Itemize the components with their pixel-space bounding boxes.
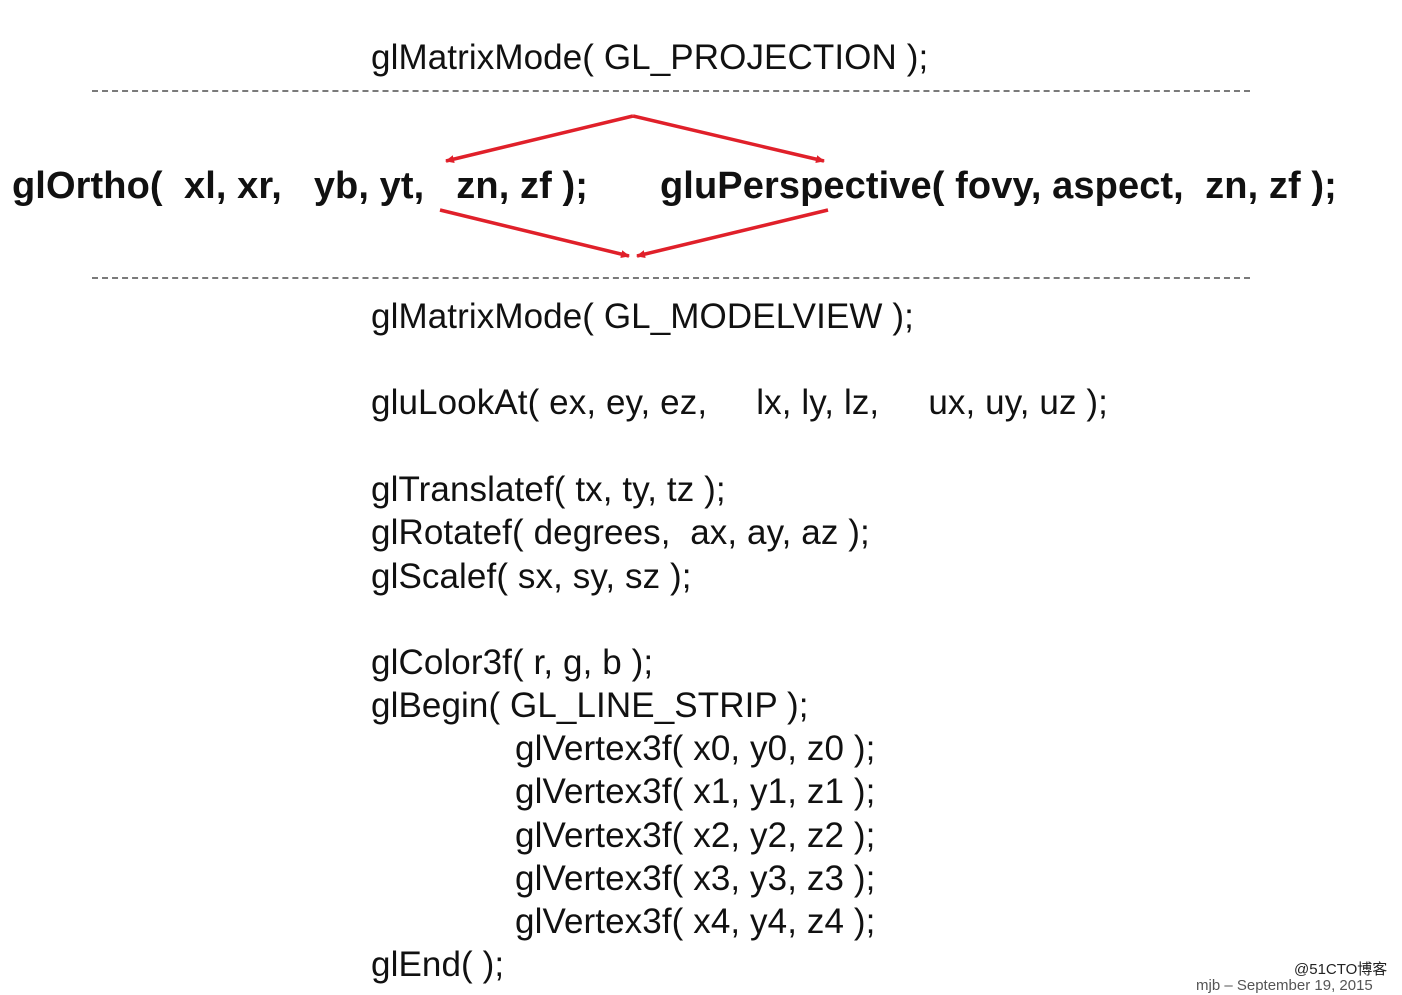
lookat-call: gluLookAt( ex, ey, ez, lx, ly, lz, ux, u…	[371, 383, 1108, 422]
vertex-call: glVertex3f( x4, y4, z4 );	[515, 902, 876, 941]
arrow-from-ortho	[439, 208, 630, 258]
bottom-divider	[92, 277, 1250, 279]
arrow-from-perspective	[636, 208, 829, 259]
modelview-mode-line: glMatrixMode( GL_MODELVIEW );	[371, 297, 914, 336]
rotate-call: glRotatef( degrees, ax, ay, az );	[371, 513, 870, 552]
vertex-call: glVertex3f( x2, y2, z2 );	[515, 816, 876, 855]
scale-call: glScalef( sx, sy, sz );	[371, 557, 692, 596]
begin-call: glBegin( GL_LINE_STRIP );	[371, 686, 809, 725]
vertex-call: glVertex3f( x0, y0, z0 );	[515, 729, 876, 768]
watermark: @51CTO博客	[1294, 961, 1388, 978]
projection-mode-line: glMatrixMode( GL_PROJECTION );	[371, 38, 929, 77]
vertex-call: glVertex3f( x1, y1, z1 );	[515, 772, 876, 811]
color-call: glColor3f( r, g, b );	[371, 643, 654, 682]
vertex-call: glVertex3f( x3, y3, z3 );	[515, 859, 876, 898]
arrow-to-perspective	[632, 114, 825, 164]
top-divider	[92, 90, 1250, 92]
arrow-to-ortho	[445, 114, 634, 164]
footer-credit: mjb – September 19, 2015	[1196, 977, 1373, 994]
perspective-call: gluPerspective( fovy, aspect, zn, zf );	[660, 165, 1337, 207]
translate-call: glTranslatef( tx, ty, tz );	[371, 470, 726, 509]
ortho-call: glOrtho( xl, xr, yb, yt, zn, zf );	[12, 165, 589, 207]
end-call: glEnd( );	[371, 945, 505, 984]
